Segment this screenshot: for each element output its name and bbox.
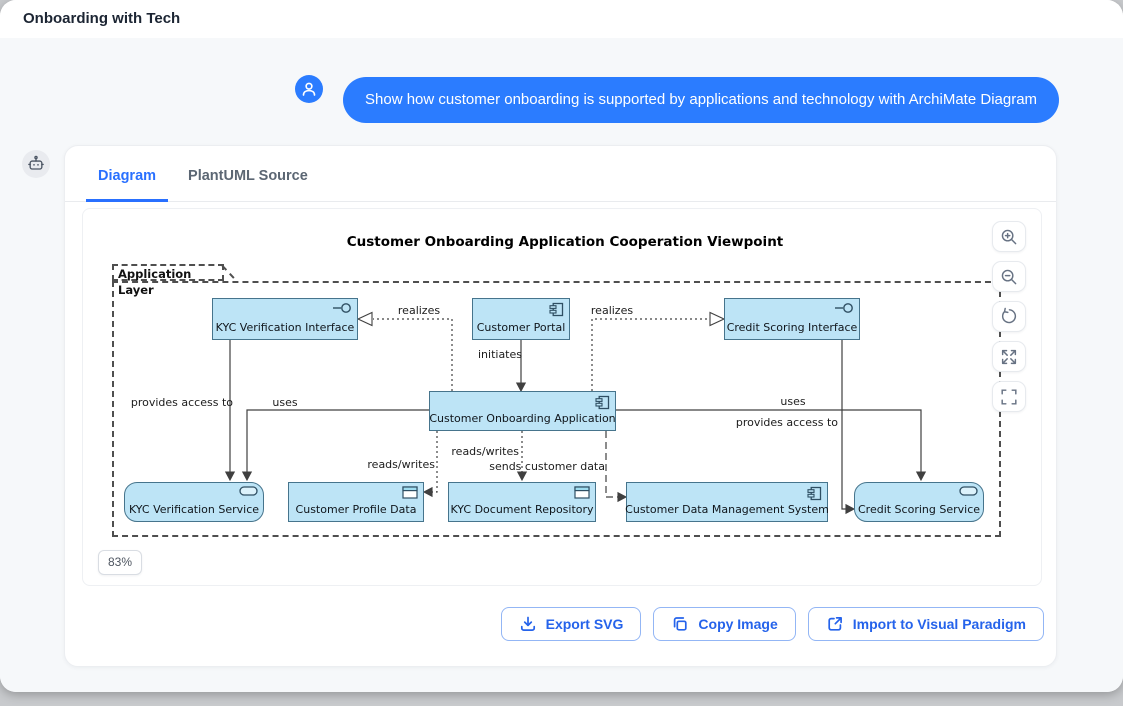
import-to-visual-paradigm-button[interactable]: Import to Visual Paradigm [807, 607, 1044, 641]
relationship-label: realizes [398, 304, 440, 317]
element-credit-scoring-interface: Credit Scoring Interface [724, 298, 860, 340]
bot-avatar [22, 150, 50, 178]
component-icon [807, 486, 822, 501]
service-icon [959, 486, 978, 496]
group-label: Application Layer [112, 264, 224, 297]
element-customer-data-management-system: Customer Data Management System [625, 482, 829, 522]
element-label: Credit Scoring Interface [726, 321, 858, 334]
element-label: KYC Verification Service [128, 503, 260, 516]
export-svg-label: Export SVG [545, 616, 624, 632]
relationship-label: reads/writes [367, 458, 435, 471]
export-svg-button[interactable]: Export SVG [500, 607, 642, 641]
action-buttons: Export SVG Copy Image [500, 607, 1044, 641]
data-icon [574, 486, 590, 499]
expand-icon [999, 347, 1019, 367]
zoom-out-button[interactable] [992, 261, 1026, 292]
copy-icon [671, 615, 689, 633]
tab-bar: Diagram PlantUML Source [65, 146, 1056, 202]
relationship-label: reads/writes [451, 445, 519, 458]
copy-image-label: Copy Image [698, 616, 778, 632]
diagram-title: Customer Onboarding Application Cooperat… [346, 234, 784, 250]
element-label: KYC Document Repository [450, 503, 594, 516]
fullscreen-button[interactable] [992, 381, 1026, 412]
fullscreen-icon [999, 387, 1019, 407]
interface-icon [834, 302, 854, 314]
import-label: Import to Visual Paradigm [852, 616, 1026, 632]
user-message-bubble: Show how customer onboarding is supporte… [343, 77, 1060, 123]
app-header: Onboarding with Tech [0, 0, 1123, 39]
interface-icon [332, 302, 352, 314]
page-title: Onboarding with Tech [23, 10, 181, 27]
reset-view-button[interactable] [992, 301, 1026, 332]
relationship-label: uses [272, 396, 297, 409]
element-kyc-verification-service: KYC Verification Service [124, 482, 264, 522]
element-label: KYC Verification Interface [215, 321, 355, 334]
zoom-out-icon [999, 267, 1019, 287]
zoom-level-badge: 83% [98, 550, 143, 575]
external-link-icon [826, 615, 844, 633]
zoom-in-icon [999, 227, 1019, 247]
robot-icon [26, 154, 46, 174]
relationship-label: initiates [478, 348, 522, 361]
relationship-edges: realizes realizes initiates provides access… [131, 304, 927, 515]
relationship-label: provides access to [131, 396, 233, 409]
relationship-label: uses [780, 395, 805, 408]
relationship-label: realizes [591, 304, 633, 317]
tab-plantuml-source[interactable]: PlantUML Source [188, 168, 308, 184]
element-customer-portal: Customer Portal [472, 298, 570, 340]
user-avatar [295, 75, 323, 103]
diagram-container: Customer Onboarding Application Cooperat… [82, 208, 1042, 586]
chat-area: Show how customer onboarding is supporte… [0, 38, 1123, 692]
element-customer-profile-data: Customer Profile Data [288, 482, 424, 522]
relationship-label: sends customer data [489, 460, 605, 473]
diagram-card: Diagram PlantUML Source Customer Onboard… [64, 145, 1057, 667]
element-label: Customer Onboarding Application [429, 412, 616, 425]
tab-diagram[interactable]: Diagram [86, 168, 169, 202]
element-label: Customer Data Management System [625, 503, 829, 516]
element-label: Credit Scoring Service [857, 503, 981, 516]
service-icon [239, 486, 258, 496]
reset-view-icon [999, 307, 1019, 327]
data-icon [402, 486, 418, 499]
download-icon [519, 615, 537, 633]
component-icon [595, 395, 610, 410]
element-customer-onboarding-application: Customer Onboarding Application [429, 391, 616, 431]
zoom-toolbar [992, 221, 1026, 412]
relationship-label: provides access to [736, 416, 838, 429]
element-credit-scoring-service: Credit Scoring Service [854, 482, 984, 522]
element-kyc-document-repository: KYC Document Repository [448, 482, 596, 522]
element-label: Customer Profile Data [295, 503, 417, 516]
element-label: Customer Portal [476, 321, 566, 334]
element-kyc-verification-interface: KYC Verification Interface [212, 298, 358, 340]
archimate-canvas[interactable]: Customer Onboarding Application Cooperat… [106, 224, 1024, 582]
expand-button[interactable] [992, 341, 1026, 372]
person-icon [298, 78, 320, 100]
copy-image-button[interactable]: Copy Image [653, 607, 796, 641]
component-icon [549, 302, 564, 317]
zoom-in-button[interactable] [992, 221, 1026, 252]
